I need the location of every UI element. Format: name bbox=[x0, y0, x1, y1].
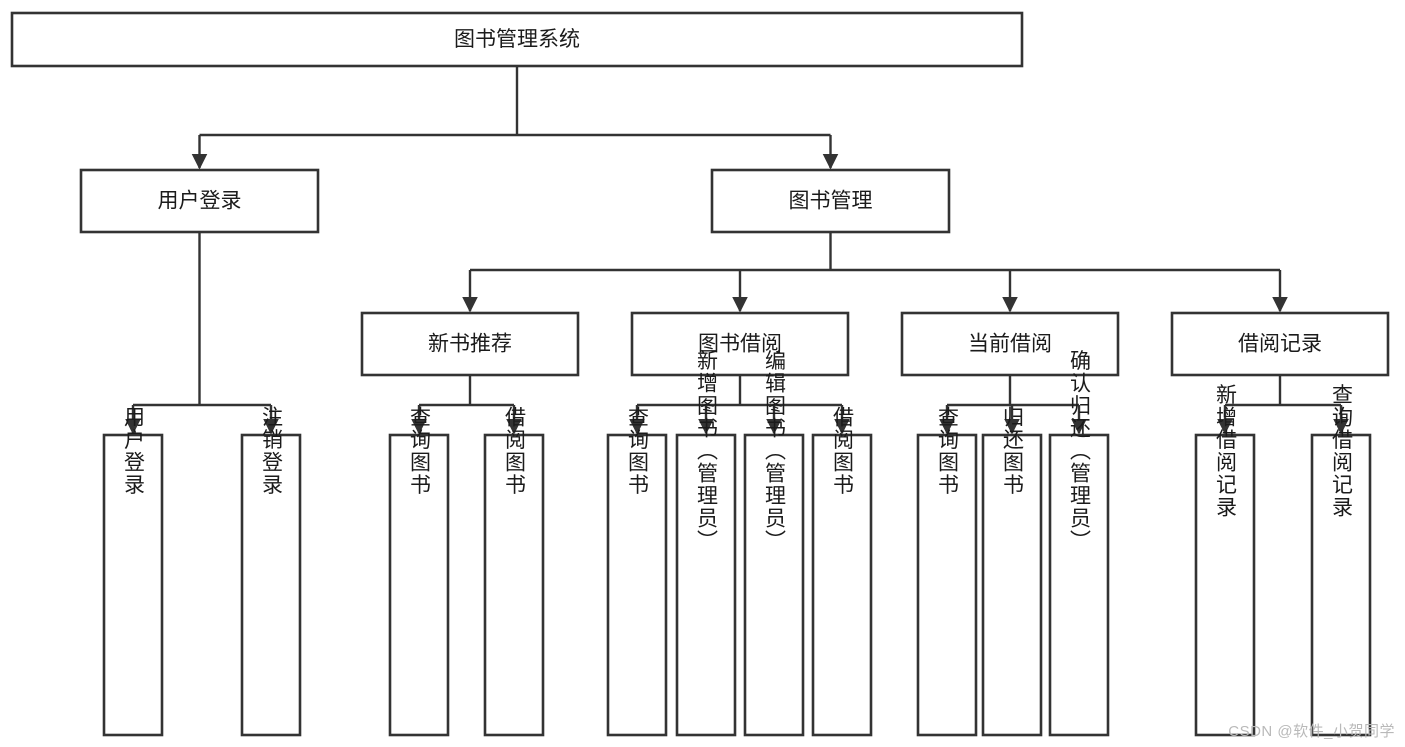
node-label-leaf-edit-book: 编辑图书（管理员） bbox=[763, 350, 787, 553]
node-box-book-manage bbox=[710, 168, 951, 234]
node-label-book-manage: 图书管理 bbox=[789, 190, 873, 213]
node-user-login[interactable]: 用户登录 bbox=[79, 168, 320, 234]
node-label-leaf-add-record: 新增借阅记录 bbox=[1214, 384, 1238, 519]
node-label-leaf-user-logout: 注销登录 bbox=[260, 406, 284, 496]
node-box-leaf-user-logout bbox=[240, 433, 302, 737]
node-box-borrow-record bbox=[1170, 311, 1390, 377]
watermark-credit: CSDN @软件_小贺同学 bbox=[1228, 723, 1395, 740]
node-box-new-book-rec bbox=[360, 311, 580, 377]
node-box-leaf-edit-book bbox=[743, 433, 805, 737]
node-leaf-edit-book[interactable]: 编辑图书（管理员） bbox=[743, 350, 805, 737]
node-label-leaf-user-login: 用户登录 bbox=[122, 406, 146, 496]
node-label-leaf-add-book: 新增图书（管理员） bbox=[695, 350, 719, 553]
node-label-leaf-query-book-rec: 查询图书 bbox=[408, 406, 432, 496]
node-leaf-query-book-bor[interactable]: 查询图书 bbox=[606, 406, 668, 737]
node-box-leaf-return-book bbox=[981, 433, 1043, 737]
node-borrow-record[interactable]: 借阅记录 bbox=[1170, 311, 1390, 377]
node-label-leaf-query-record: 查询借阅记录 bbox=[1330, 384, 1354, 519]
node-box-leaf-user-login bbox=[102, 433, 164, 737]
node-leaf-query-record[interactable]: 查询借阅记录 bbox=[1310, 384, 1372, 737]
node-box-leaf-confirm-return bbox=[1048, 433, 1110, 737]
node-label-borrow-record: 借阅记录 bbox=[1238, 333, 1322, 356]
connector-layer bbox=[125, 66, 1349, 435]
node-box-leaf-query-book-rec bbox=[388, 433, 450, 737]
node-label-leaf-borrow-book-rec: 借阅图书 bbox=[503, 406, 527, 496]
node-book-borrow[interactable]: 图书借阅 bbox=[630, 311, 850, 377]
node-box-leaf-add-record bbox=[1194, 433, 1256, 737]
node-label-current-borrow: 当前借阅 bbox=[968, 333, 1052, 356]
node-box-root bbox=[10, 11, 1024, 68]
node-leaf-query-book-rec[interactable]: 查询图书 bbox=[388, 406, 450, 737]
node-root[interactable]: 图书管理系统 bbox=[10, 11, 1024, 68]
node-label-leaf-return-book: 归还图书 bbox=[1001, 406, 1025, 496]
node-leaf-query-book-cur[interactable]: 查询图书 bbox=[916, 406, 978, 737]
node-label-leaf-borrow-book-bor: 借阅图书 bbox=[831, 406, 855, 496]
node-box-leaf-query-book-cur bbox=[916, 433, 978, 737]
node-leaf-add-record[interactable]: 新增借阅记录 bbox=[1194, 384, 1256, 737]
node-leaf-confirm-return[interactable]: 确认归还（管理员） bbox=[1048, 350, 1110, 737]
node-box-leaf-borrow-book-bor bbox=[811, 433, 873, 737]
node-new-book-rec[interactable]: 新书推荐 bbox=[360, 311, 580, 377]
node-label-book-borrow: 图书借阅 bbox=[698, 333, 782, 356]
node-leaf-user-login[interactable]: 用户登录 bbox=[102, 406, 164, 737]
node-box-book-borrow bbox=[630, 311, 850, 377]
node-box-leaf-query-record bbox=[1310, 433, 1372, 737]
node-box-leaf-borrow-book-rec bbox=[483, 433, 545, 737]
node-leaf-return-book[interactable]: 归还图书 bbox=[981, 406, 1043, 737]
node-label-leaf-confirm-return: 确认归还（管理员） bbox=[1068, 350, 1092, 553]
node-leaf-borrow-book-rec[interactable]: 借阅图书 bbox=[483, 406, 545, 737]
node-label-root: 图书管理系统 bbox=[454, 28, 580, 51]
node-label-user-login: 用户登录 bbox=[158, 190, 242, 213]
node-label-leaf-query-book-bor: 查询图书 bbox=[626, 406, 650, 496]
node-box-user-login bbox=[79, 168, 320, 234]
node-book-manage[interactable]: 图书管理 bbox=[710, 168, 951, 234]
node-layer: 图书管理系统用户登录图书管理新书推荐图书借阅当前借阅借阅记录用户登录注销登录查询… bbox=[10, 11, 1390, 737]
node-box-current-borrow bbox=[900, 311, 1120, 377]
node-leaf-borrow-book-bor[interactable]: 借阅图书 bbox=[811, 406, 873, 737]
node-box-leaf-query-book-bor bbox=[606, 433, 668, 737]
node-label-new-book-rec: 新书推荐 bbox=[428, 333, 512, 356]
node-label-leaf-query-book-cur: 查询图书 bbox=[936, 406, 960, 496]
node-leaf-user-logout[interactable]: 注销登录 bbox=[240, 406, 302, 737]
node-current-borrow[interactable]: 当前借阅 bbox=[900, 311, 1120, 377]
node-box-leaf-add-book bbox=[675, 433, 737, 737]
node-leaf-add-book[interactable]: 新增图书（管理员） bbox=[675, 350, 737, 737]
